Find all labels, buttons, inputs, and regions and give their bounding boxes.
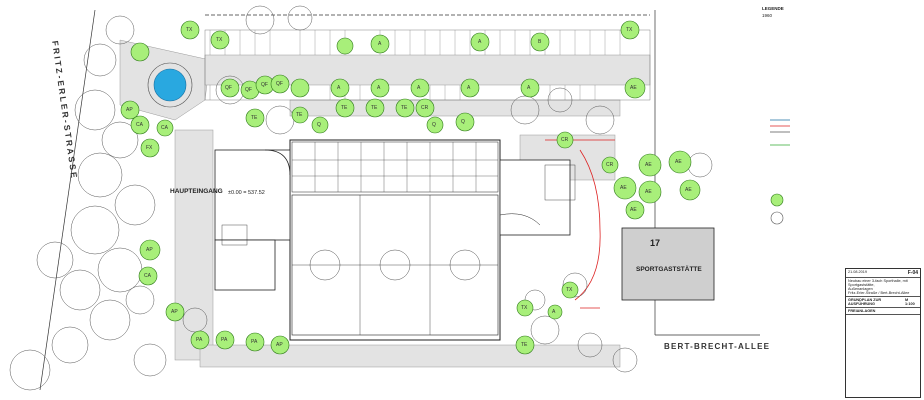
- street-name-bert-brecht: BERT-BRECHT-ALLEE: [662, 342, 773, 351]
- tree-label: AP: [276, 342, 283, 348]
- plan-title: GRUNDPLAN ZUR AUSFÜHRUNG: [848, 298, 882, 306]
- sports-hall: [289, 139, 501, 341]
- red-boundary-lines: [545, 139, 615, 309]
- tree-label: AE: [620, 185, 627, 191]
- tree-label: TE: [521, 342, 528, 348]
- elevation-label: ±0.00 = 537.52: [228, 190, 265, 196]
- existing-trees: [9, 5, 713, 391]
- tree-label: TE: [341, 105, 348, 111]
- restaurant-label: SPORTGASTSTÄTTE: [636, 266, 702, 273]
- tree-label: PA: [251, 339, 258, 345]
- tree-label: CR: [606, 162, 614, 168]
- tree-label: TE: [371, 105, 378, 111]
- tree-label: Q: [432, 122, 436, 128]
- tree-label: A: [377, 85, 381, 91]
- tree-label: CA: [144, 273, 151, 279]
- tree-label: AE: [645, 162, 652, 168]
- hall-room-grid: [292, 142, 498, 192]
- project-line: Außenanlagen: [848, 287, 873, 291]
- tree-label: TX: [566, 287, 573, 293]
- tree-label: AE: [630, 207, 637, 213]
- restaurant-building: [621, 227, 715, 301]
- tree-label: A: [552, 309, 556, 315]
- tree-label: A: [337, 85, 341, 91]
- fountain: [147, 62, 193, 108]
- project-line: Fritz-Erler-Straße / Bert-Brecht-Allee: [848, 291, 910, 295]
- tree-label: AP: [146, 247, 153, 253]
- tree-label: A: [467, 85, 471, 91]
- tree-label: A: [478, 39, 482, 45]
- tree-label: CA: [136, 122, 143, 128]
- entrance-wing: [214, 149, 291, 291]
- tree-label: QF: [225, 85, 232, 91]
- main-entrance-label: HAUPTEINGANG: [170, 188, 223, 195]
- tree-label: AE: [675, 159, 682, 165]
- plan-number: F-04: [907, 270, 918, 276]
- tree-label: TX: [186, 27, 193, 33]
- tree-label: TE: [401, 105, 408, 111]
- tree-label: A: [527, 85, 531, 91]
- tree-label: CR: [561, 137, 569, 143]
- tree-label: B: [538, 39, 542, 45]
- restaurant-number: 17: [650, 238, 661, 248]
- tree-label: PA: [221, 337, 228, 343]
- tree-label: TE: [296, 112, 303, 118]
- tree-label: PA: [196, 337, 203, 343]
- plan-date: 21.08.2019: [848, 270, 868, 274]
- tree-label: TE: [251, 115, 258, 121]
- tree-label: TX: [216, 37, 223, 43]
- tree-label: CR: [421, 105, 429, 111]
- tree-label: Q: [461, 119, 465, 125]
- tree-label: QF: [261, 82, 268, 88]
- plan-subtitle: FREIANLAGEN: [848, 309, 876, 313]
- legend-year: 1960: [762, 13, 773, 18]
- legend-graphics: [770, 119, 790, 225]
- plan-scale: M 1:100: [904, 298, 915, 306]
- tree-label: FX: [146, 145, 153, 151]
- title-block: 21.08.2019 F-04 Neubau einer 3-fach Spor…: [845, 268, 921, 398]
- tree-label: AE: [645, 189, 652, 195]
- legend-heading: LEGENDE: [762, 6, 784, 11]
- project-line: Neubau einer 3-fach Sporthalle, mit Spor…: [848, 279, 908, 287]
- tree-label: AE: [685, 187, 692, 193]
- tree-label: QF: [245, 87, 252, 93]
- tree-label: Q: [317, 122, 321, 128]
- tree-label: A: [417, 85, 421, 91]
- proposed-trees: [120, 20, 701, 355]
- tree-label: AP: [126, 107, 133, 113]
- tree-label: A: [378, 41, 382, 47]
- tree-label: CA: [161, 125, 168, 131]
- east-wing: [499, 159, 576, 236]
- tree-label: TX: [626, 27, 633, 33]
- tree-label: TX: [521, 305, 528, 311]
- tree-label: AE: [630, 85, 637, 91]
- tree-label: QF: [276, 81, 283, 87]
- tree-label: AP: [171, 309, 178, 315]
